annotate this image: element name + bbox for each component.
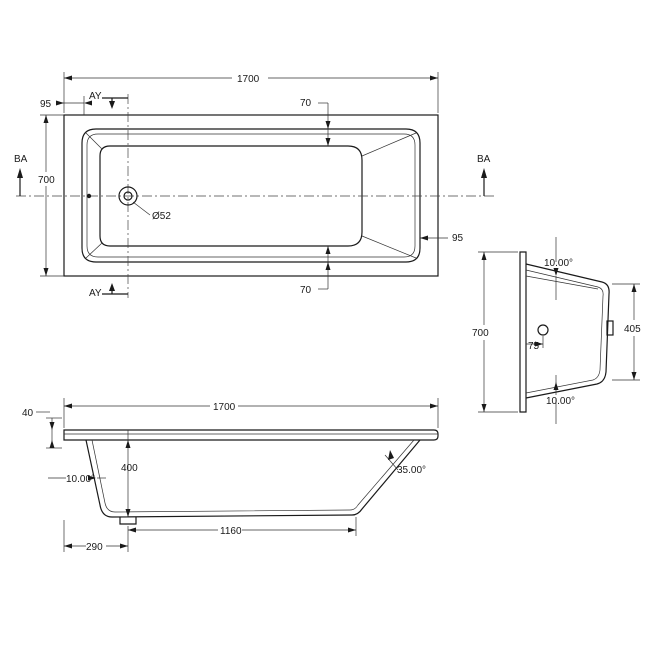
side-left-offset-label: 290 <box>86 542 103 553</box>
plan-left-offset-label: 95 <box>40 99 52 110</box>
side-rim-thickness-label: 40 <box>22 408 34 419</box>
side-view-rim <box>63 429 439 441</box>
end-view-height-label: 700 <box>472 328 489 339</box>
side-view: 1700 40 400 10.00° 35.00° 290 <box>22 398 439 553</box>
end-view-waste-offset-label: 75 <box>528 341 540 352</box>
plan-rim-bottom-label: 70 <box>300 285 312 296</box>
end-view-inner-label: 405 <box>624 324 641 335</box>
plan-basin-outline <box>81 128 421 263</box>
section-ba-left: BA <box>14 154 28 165</box>
plan-rim-top-label: 70 <box>300 98 312 109</box>
side-right-angle-label: 35.00° <box>397 465 426 476</box>
plan-length-label: 1700 <box>237 74 260 85</box>
side-depth-label: 400 <box>121 463 138 474</box>
side-floor-length-label: 1160 <box>220 526 242 537</box>
end-view-rim <box>519 251 527 413</box>
end-view-waste <box>537 324 549 336</box>
side-left-angle-label: 10.00° <box>66 474 95 485</box>
end-view-angle-bottom-label: 10.00° <box>546 396 575 407</box>
plan-right-rim-label: 95 <box>452 233 464 244</box>
plan-outer-rim <box>63 114 439 277</box>
section-ay-bottom: AY <box>89 288 102 299</box>
side-view-body <box>85 439 421 518</box>
plan-basin-floor <box>99 145 363 247</box>
section-ba-right: BA <box>477 154 491 165</box>
plan-width-label: 700 <box>38 175 55 186</box>
waste-outlet <box>118 186 138 206</box>
end-view: 700 405 75 10.00° 10.00° <box>472 237 641 424</box>
end-view-angle-top-label: 10.00° <box>544 258 573 269</box>
side-view-waste-foot <box>119 517 137 525</box>
waste-diameter-label: Ø52 <box>152 211 171 222</box>
plan-view: Ø52 1700 95 AY AY BA BA <box>14 72 496 299</box>
overflow-hole <box>86 193 92 199</box>
section-ay-top: AY <box>89 91 102 102</box>
side-length-label: 1700 <box>213 402 236 413</box>
